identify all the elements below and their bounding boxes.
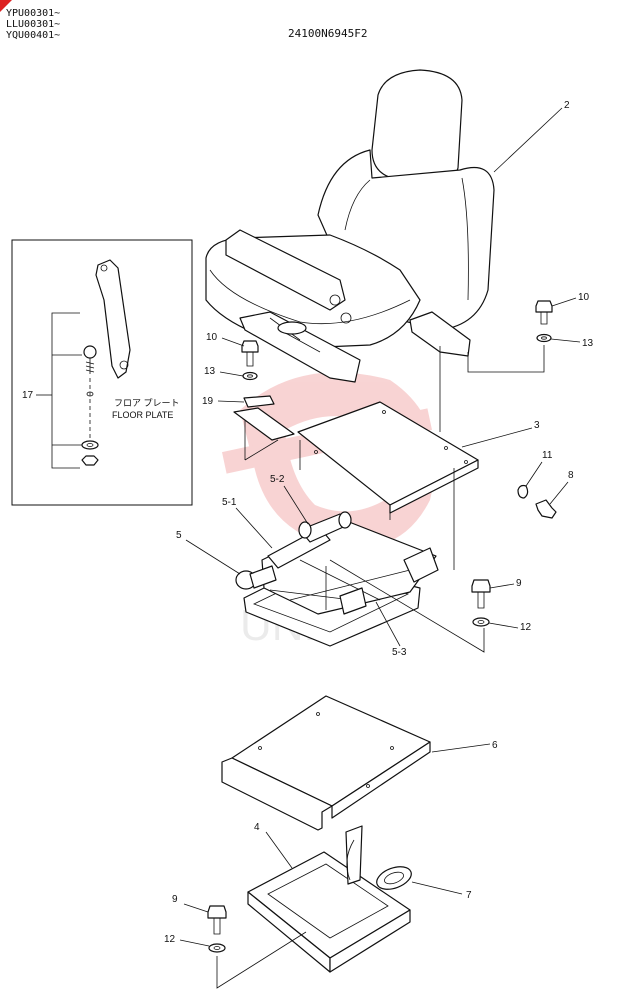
eye-bolt <box>83 345 97 374</box>
operator-seat <box>205 69 495 383</box>
bracket-19 <box>233 395 295 441</box>
callout-12-bottom: 12 <box>164 934 176 945</box>
callout-12-top: 12 <box>520 622 532 633</box>
bolt-10-right <box>535 300 553 325</box>
washer-12-bottom <box>208 943 226 953</box>
callout-5: 5 <box>176 530 182 541</box>
callout-10-left: 10 <box>206 332 218 343</box>
callout-5-1: 5-1 <box>222 497 237 508</box>
callout-13-left: 13 <box>204 366 216 377</box>
washer-12-top <box>472 617 490 627</box>
serial-line: YQU00401~ <box>6 30 61 41</box>
callout-3: 3 <box>534 420 540 431</box>
callout-13-right: 13 <box>582 338 594 349</box>
floor-plate-bracket <box>95 259 131 379</box>
nut <box>81 455 99 466</box>
serial-line: LLU00301~ <box>6 19 61 30</box>
callout-8: 8 <box>568 470 574 481</box>
callout-17: 17 <box>22 390 34 401</box>
floor-plate-label-jp: フロア プレート <box>114 398 180 408</box>
washer-11 <box>517 484 529 499</box>
base-frame <box>247 825 411 973</box>
corner-mark-icon <box>0 0 12 12</box>
callout-9-bottom: 9 <box>172 894 178 905</box>
washer-13-right <box>536 333 552 343</box>
serial-numbers: YPU00301~ LLU00301~ YQU00401~ <box>6 8 60 41</box>
bolt-8 <box>535 499 557 519</box>
callout-2: 2 <box>564 100 570 111</box>
serial-line: YPU00301~ <box>6 8 61 19</box>
callout-11: 11 <box>542 450 553 461</box>
callout-5-2: 5-2 <box>270 474 285 485</box>
bolt-9-bottom <box>207 905 227 935</box>
callout-10-right: 10 <box>578 292 590 303</box>
cover-plate <box>221 695 431 831</box>
callout-5-3: 5-3 <box>392 647 407 658</box>
grommet-7 <box>376 866 412 890</box>
callout-9-top: 9 <box>516 578 522 589</box>
document-number: 24100N6945F2 <box>288 27 368 40</box>
washer <box>81 440 99 450</box>
callout-6: 6 <box>492 740 498 751</box>
callout-7: 7 <box>466 890 472 901</box>
floor-plate-label-en: FLOOR PLATE <box>112 410 173 420</box>
bolt-9-top <box>471 579 491 609</box>
mounting-plate <box>297 401 479 520</box>
callout-4: 4 <box>254 822 260 833</box>
washer-13-left <box>242 371 258 381</box>
callout-19: 19 <box>202 396 214 407</box>
suspension-assembly <box>235 511 439 647</box>
floor-plate-inset: 17 フロア プレート FLOOR PLATE <box>11 239 193 506</box>
bolt-10-left <box>241 340 259 367</box>
